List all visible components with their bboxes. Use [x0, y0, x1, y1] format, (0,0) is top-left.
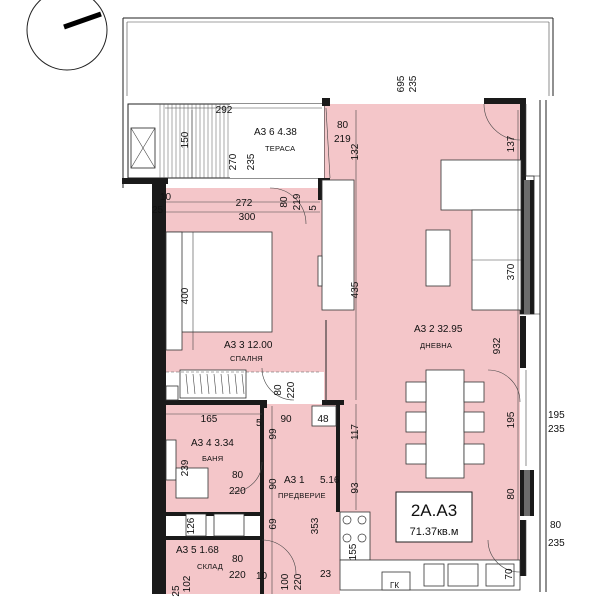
- north-arrow-icon: [26, 0, 108, 71]
- dim-terrace-door-w1: 80: [337, 120, 349, 131]
- closet-hanger-line: [220, 373, 224, 395]
- closet-hanger-line: [241, 373, 245, 395]
- dim-small-25b: 25: [171, 585, 182, 597]
- dim-win-235a: 235: [548, 424, 565, 435]
- dim-living-right-370: 370: [506, 263, 517, 280]
- dim-top-window-h: 235: [408, 75, 419, 92]
- dim-storage-door-w2: 220: [229, 570, 246, 581]
- room-living-label: А3 2 32.95: [414, 324, 463, 335]
- dim-small-10b: 10: [256, 571, 268, 582]
- dim-win-235b: 235: [548, 538, 565, 549]
- room-hall-name: ПРЕДВЕРИЕ: [278, 491, 326, 500]
- dim-entry-100: 100: [280, 573, 291, 590]
- dim-win-195: 195: [548, 410, 565, 421]
- room-terrace-name: ТЕРАСА: [265, 144, 295, 153]
- dim-storage-door-w1: 80: [232, 554, 244, 565]
- room-living-name: ДНЕВНА: [420, 341, 452, 350]
- door-swings: [231, 103, 521, 575]
- closet-hanger-line: [185, 373, 189, 395]
- room-bedroom-label: А3 3 12.00: [224, 340, 273, 351]
- dim-bath-width: 165: [201, 414, 218, 425]
- dim-wall-435: 435: [350, 281, 361, 298]
- dim-bath-239: 239: [180, 459, 191, 476]
- dim-hall-69: 69: [268, 518, 279, 530]
- room-hall-code: А3 1: [284, 475, 305, 486]
- dim-bath-door-w1: 80: [232, 470, 244, 481]
- dim-bedroom-door-w2: 219: [292, 193, 303, 210]
- room-storage-label: А3 5 1.68: [176, 545, 219, 556]
- dim-bedroom-height: 400: [180, 287, 191, 304]
- dim-terrace-door-h1: 270: [228, 153, 239, 170]
- dim-hall-117: 117: [350, 424, 361, 440]
- dim-closet-door-w1: 80: [273, 384, 284, 396]
- windows: [519, 100, 547, 592]
- terrace: [127, 103, 325, 179]
- dim-small-25: 25: [152, 205, 164, 216]
- dim-hall-93: 93: [350, 482, 361, 494]
- dim-terrace-depth: 150: [180, 131, 191, 148]
- dimension-labels: 292 150 270 235 80 219 695 235 132 137 1…: [152, 75, 565, 596]
- room-storage-name: СКЛАД: [197, 562, 223, 571]
- furniture: [165, 159, 522, 591]
- apartment-badge: 2А.А3 71.37кв.м: [395, 491, 473, 543]
- dim-small-23: 23: [320, 569, 332, 580]
- dim-small-102: 102: [182, 575, 193, 592]
- room-hall-area: 5.16: [320, 475, 340, 486]
- appliance-label: ГК: [390, 581, 399, 590]
- room-terrace-label: А3 6 4.38: [254, 127, 297, 138]
- dim-bedroom-door-w1: 80: [279, 196, 290, 208]
- dim-small-10: 10: [160, 192, 172, 203]
- dim-hall-48: 48: [317, 414, 329, 425]
- room-bedroom-name: СПАЛНЯ: [230, 354, 263, 363]
- dim-entry-220: 220: [293, 573, 304, 590]
- dim-right-80: 80: [506, 488, 517, 500]
- dim-bath-door-w2: 220: [229, 486, 246, 497]
- dim-right-top: 137: [506, 135, 517, 152]
- dim-terrace-width: 292: [216, 105, 233, 116]
- closet-hanger-line: [192, 373, 196, 395]
- dim-small-5: 5: [308, 205, 319, 211]
- dim-small-126: 126: [186, 517, 197, 534]
- dim-hall-99: 99: [268, 428, 279, 440]
- hall-fill: [262, 404, 340, 594]
- dim-bedroom-top-a: 272: [236, 198, 253, 209]
- dim-bottom-70: 70: [504, 568, 515, 580]
- dim-living-top-gap: 132: [350, 143, 361, 160]
- closet-hanger-line: [206, 373, 210, 395]
- dim-top-window-w: 695: [396, 75, 407, 92]
- dim-terrace-door-w2: 219: [334, 134, 351, 145]
- room-labels: А3 6 4.38 ТЕРАСА А3 3 12.00 СПАЛНЯ А3 2 …: [176, 127, 463, 590]
- dim-living-932: 932: [492, 337, 503, 354]
- dim-hall-90b: 90: [268, 478, 279, 490]
- apartment-code: 2А.А3: [411, 501, 457, 520]
- dim-bedroom-top-b: 300: [239, 212, 256, 223]
- closet-hanger-line: [227, 373, 231, 395]
- closet-hanger-line: [234, 373, 238, 395]
- closet-hanger-line: [199, 373, 203, 395]
- dim-win-80: 80: [550, 520, 562, 531]
- dim-right-195: 195: [506, 411, 517, 428]
- dim-hall-353: 353: [310, 517, 321, 534]
- closet-hanger-line: [213, 373, 217, 395]
- dim-small-155: 155: [348, 543, 359, 560]
- room-bathroom-label: А3 4 3.34: [191, 438, 234, 449]
- dim-closet-door-w2: 220: [286, 381, 297, 398]
- dim-hall-90: 90: [280, 414, 292, 425]
- dimension-lines: [165, 107, 519, 594]
- building-outline: [122, 17, 554, 188]
- storage-fill: [166, 540, 262, 594]
- dim-terrace-door-h2: 235: [246, 153, 257, 170]
- apartment-area: 71.37кв.м: [410, 526, 459, 538]
- dim-small-5b: 5: [256, 418, 262, 429]
- room-bathroom-name: БАНЯ: [202, 454, 223, 463]
